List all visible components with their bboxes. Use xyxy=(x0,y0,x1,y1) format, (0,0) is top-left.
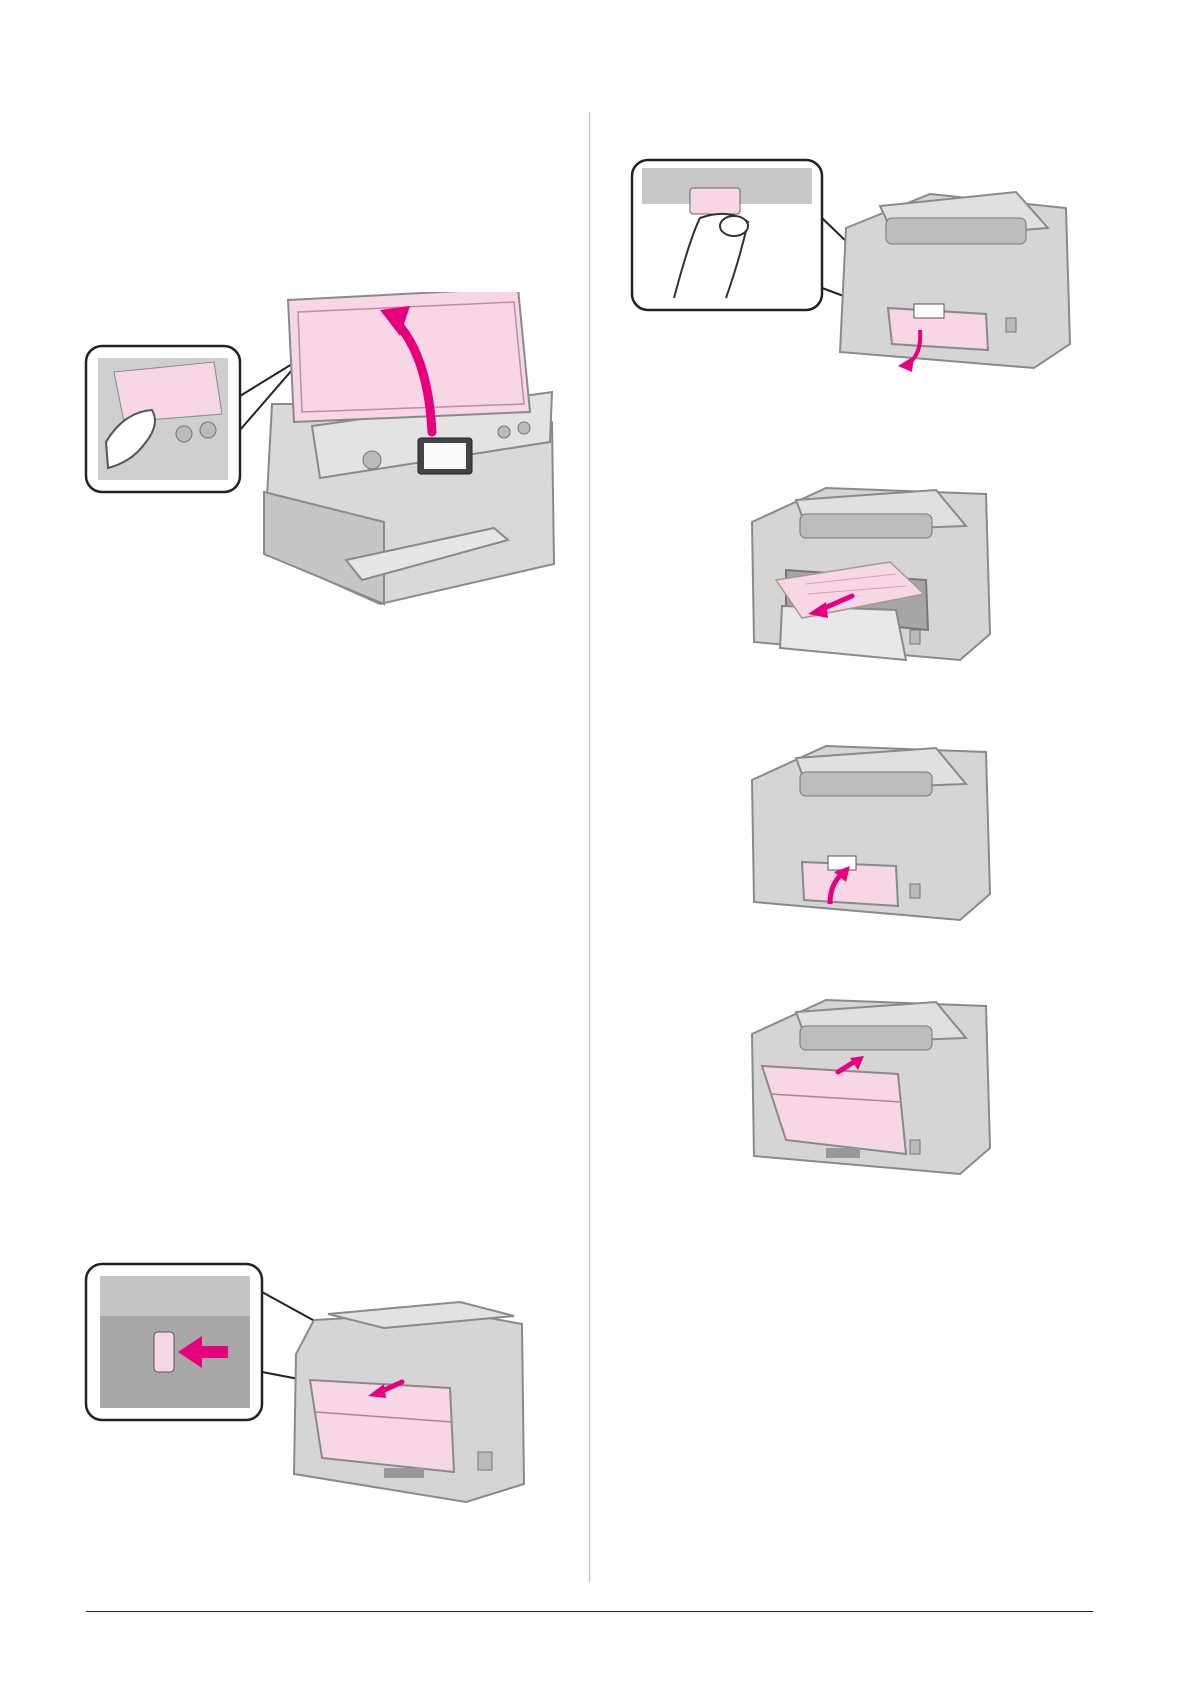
printer-rear-illustration xyxy=(294,1302,524,1502)
figure-open-scanner-unit xyxy=(84,292,570,622)
printer-rear-illustration xyxy=(840,192,1070,368)
figure-push-rear-button xyxy=(84,1262,570,1512)
callout-lift-lid xyxy=(86,346,292,492)
figure-reinsert-rear-unit xyxy=(746,730,1004,926)
figure-pull-rear-unit xyxy=(630,158,1076,378)
figure-attach-rear-cover xyxy=(746,984,1004,1180)
figure-remove-jammed-paper xyxy=(746,470,1004,666)
column-divider xyxy=(589,112,590,1582)
footer-rule xyxy=(86,1611,1093,1612)
